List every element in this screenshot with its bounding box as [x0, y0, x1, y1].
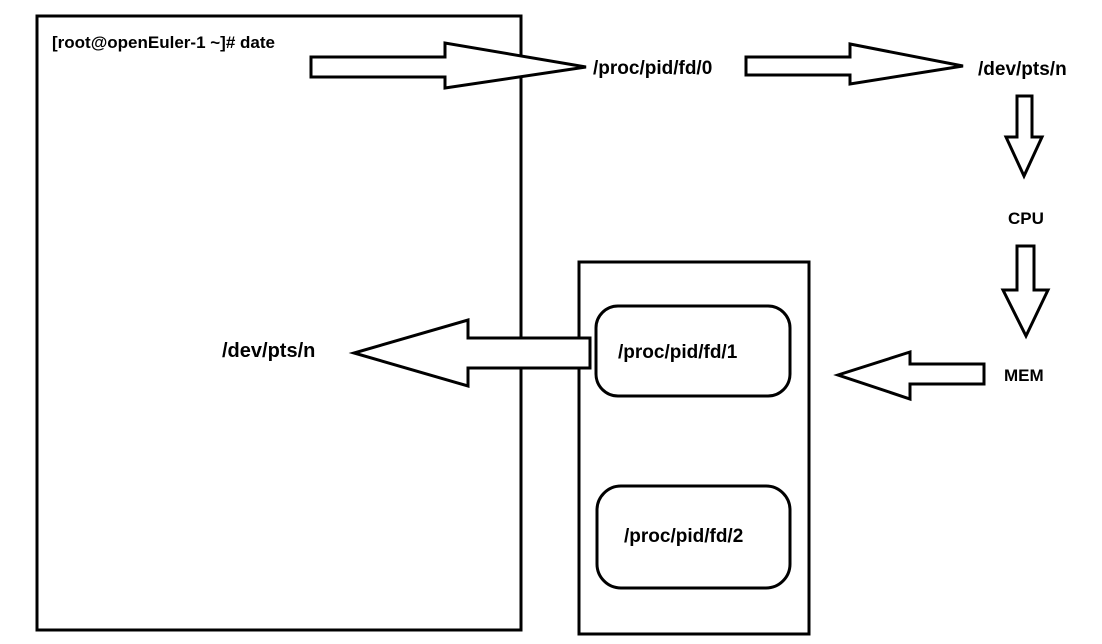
- stderr-fd-label: /proc/pid/fd/2: [624, 526, 744, 547]
- arrow-stdin-to-device: [744, 42, 964, 86]
- output-device-label: /dev/pts/n: [222, 340, 316, 362]
- fd1-box: [594, 304, 792, 398]
- cpu-label: CPU: [1008, 209, 1044, 228]
- stdin-fd-label: /proc/pid/fd/0: [593, 58, 713, 79]
- arrow-cpu-to-mem: [1000, 244, 1051, 340]
- fd2-box: [595, 484, 792, 590]
- mem-label: MEM: [1004, 366, 1044, 385]
- stdout-fd-label: /proc/pid/fd/1: [618, 342, 738, 363]
- arrow-stdout-to-terminal: [348, 318, 592, 388]
- arrow-command-to-stdin: [309, 41, 587, 90]
- process-fd-box: [577, 260, 811, 636]
- arrow-mem-to-stdout: [833, 349, 986, 402]
- terminal-command-line: [root@openEuler-1 ~]# date: [52, 33, 275, 52]
- terminal-box: [35, 14, 523, 632]
- input-device-label: /dev/pts/n: [978, 59, 1067, 80]
- arrow-device-to-cpu: [1003, 94, 1045, 180]
